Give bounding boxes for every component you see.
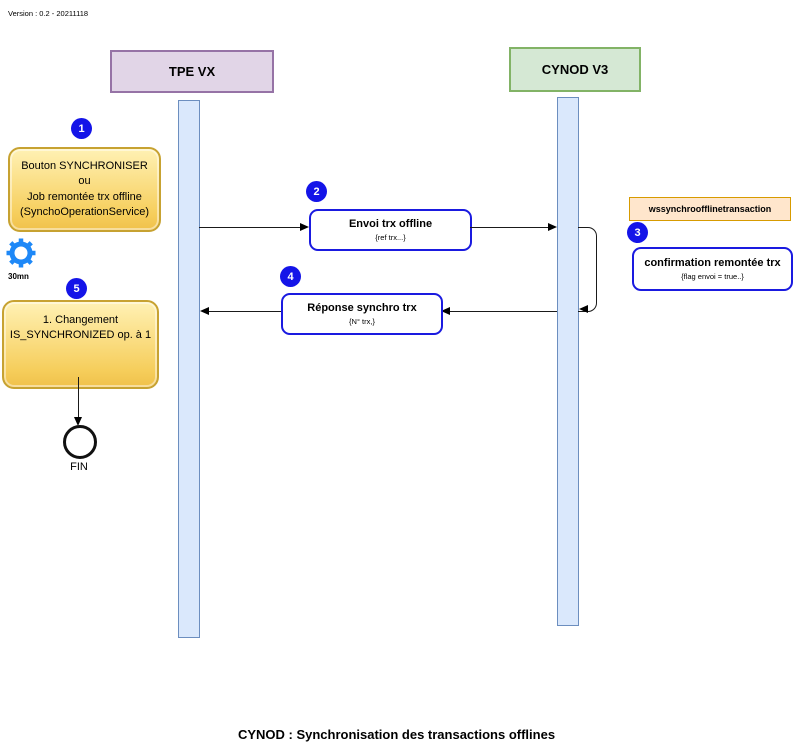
arrowhead-right-icon [548,223,557,231]
gear-icon [5,237,37,274]
message-subtitle: {N° trx,} [349,317,375,326]
note-line: Bouton SYNCHRONISER [21,160,148,173]
arrowhead-left-icon [441,307,450,315]
message-subtitle: {ref trx...} [375,233,406,242]
note-line: 1. Changement [42,314,119,326]
arrow-envoi-segment-left [199,227,301,228]
arrowhead-right-icon [300,223,309,231]
message-title: confirmation remontée trx [644,257,781,269]
step-badge-3: 3 [627,222,648,243]
version-label: Version : 0.2 - 20211118 [8,9,89,18]
arrow-reponse-segment-right [450,311,557,312]
note-line: (SynchoOperationService) [19,205,149,218]
connector-to-end [78,377,79,417]
lifeline-cynod [557,97,579,626]
timer-interval-label: 30mn [8,272,29,281]
arrowhead-left-icon [579,305,588,313]
arrow-envoi-segment-right [470,227,548,228]
actor-tpe-label: TPE VX [168,64,216,79]
message-envoi-trx-offline: Envoi trx offline {ref trx...} [309,209,472,251]
step-badge-5: 5 [66,278,87,299]
arrowhead-left-icon [200,307,209,315]
message-confirmation-remontee: confirmation remontée trx {flag envoi = … [632,247,793,291]
message-title: Réponse synchro trx [307,302,417,314]
message-reponse-synchro: Réponse synchro trx {N° trx,} [281,293,443,335]
note-is-synchronized: 1. Changement IS_SYNCHRONIZED op. à 1 [2,300,159,389]
end-event-circle [63,425,97,459]
note-sync-trigger: Bouton SYNCHRONISER ou Job remontée trx … [8,147,161,232]
note-line: Job remontée trx offline [27,190,142,203]
step-badge-1: 1 [71,118,92,139]
note-line: IS_SYNCHRONIZED op. à 1 [9,329,152,342]
actor-cynod-label: CYNOD V3 [541,62,609,77]
arrow-reponse-segment-left [209,311,281,312]
step-badge-4: 4 [280,266,301,287]
message-title: Envoi trx offline [348,218,433,230]
ws-service-label: wssynchroofflinetransaction [629,197,791,221]
end-event-label: FIN [70,461,88,473]
lifeline-tpe [178,100,200,638]
self-message-loop [578,227,597,312]
actor-tpe-vx: TPE VX [110,50,274,93]
step-badge-2: 2 [306,181,327,202]
actor-cynod-v3: CYNOD V3 [509,47,641,92]
diagram-title: CYNOD : Synchronisation des transactions… [237,727,556,742]
arrowhead-down-icon [74,417,82,426]
message-subtitle: {flag envoi = true..} [681,272,744,281]
note-line: ou [78,175,91,188]
